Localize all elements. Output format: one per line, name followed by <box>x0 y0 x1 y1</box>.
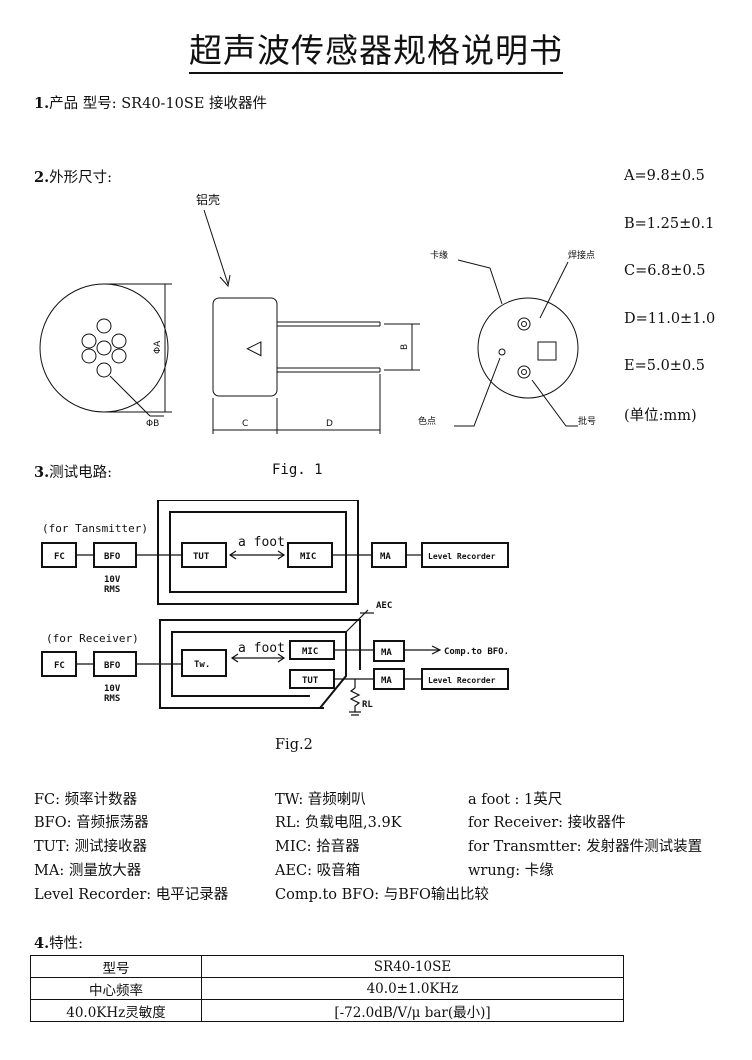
rx-bfo-block: BFO <box>104 661 121 671</box>
tx-ma-block: MA <box>380 552 391 562</box>
front-view-circle <box>39 283 169 413</box>
legend-r3-c1: AEC: 吸音箱 <box>275 863 361 879</box>
dot-label: 色点 <box>418 415 436 427</box>
dim-b: B=1.25±0.1 <box>624 216 715 232</box>
legend-r4-c0: Level Recorder: 电平记录器 <box>34 887 229 903</box>
legend-r1-c1: RL: 负载电阻,3.9K <box>275 815 402 831</box>
section-4-heading: 4.特性: <box>34 935 84 952</box>
rx-ma2-block: MA <box>381 676 392 686</box>
section-3-heading: 3.测试电路: <box>34 464 113 481</box>
spec-value: 40.0±1.0KHz <box>201 977 624 1000</box>
rx-tw-block: Tw. <box>194 660 210 670</box>
tx-level-block: Level Recorder <box>428 552 496 561</box>
spec-label: 40.0KHz灵敏度 <box>30 999 202 1022</box>
rx-fc-block: FC <box>54 661 65 671</box>
tx-mic-block: MIC <box>300 552 316 562</box>
tx-a-foot: a foot <box>238 535 285 550</box>
spec-value: [-72.0dB/V/μ bar(最小)] <box>201 999 624 1022</box>
rx-rms: RMS <box>104 694 120 704</box>
rx-mic-block: MIC <box>302 647 318 657</box>
legend-r0-c0: FC: 频率计数器 <box>34 792 138 808</box>
dim-e: E=5.0±0.5 <box>624 358 706 374</box>
spec-value: SR40-10SE <box>201 955 624 978</box>
tx-10v: 10V <box>104 575 121 585</box>
spec-table: 型号 SR40-10SE 中心频率 40.0±1.0KHz 40.0KHz灵敏度… <box>30 955 624 1022</box>
table-row: 40.0KHz灵敏度 [-72.0dB/V/μ bar(最小)] <box>30 999 624 1022</box>
rx-a-foot: a foot <box>238 641 285 656</box>
section-1-text: 产品 型号: SR40-10SE 接收器件 <box>49 96 268 112</box>
tx-bfo-block: BFO <box>104 552 121 562</box>
legend-r0-c2: a foot : 1英尺 <box>468 792 563 808</box>
dim-d: D=11.0±1.0 <box>624 311 716 327</box>
phi-a-label: ΦA <box>153 340 163 354</box>
b-label: B <box>400 344 410 350</box>
dim-unit: (单位:mm) <box>624 408 697 424</box>
bottom-view-circle <box>477 297 579 399</box>
legend-r1-c2: for Receiver: 接收器件 <box>468 815 626 831</box>
fig2-label: Fig.2 <box>275 737 313 753</box>
aec-label: AEC <box>376 601 392 611</box>
rl-label: RL <box>362 700 373 710</box>
section-1: 1.产品 型号: SR40-10SE 接收器件 <box>34 92 267 113</box>
section-2-heading: 2.外形尺寸: <box>34 169 113 186</box>
test-circuit-diagram: (for Tansmitter) FC BFO TUT MIC MA Level… <box>41 500 509 716</box>
legend-r4-c1: Comp.to BFO: 与BFO输出比较 <box>275 887 489 903</box>
spec-label: 型号 <box>30 955 202 978</box>
page-title: 超声波传感器规格说明书 <box>0 24 752 74</box>
shell-label: 铝壳 <box>196 192 220 207</box>
dim-a: A=9.8±0.5 <box>624 168 705 184</box>
section-1-number: 1. <box>34 95 50 112</box>
tx-tut-block: TUT <box>193 552 210 562</box>
rx-ma-block: MA <box>381 648 392 658</box>
c-label: C <box>242 419 248 429</box>
comp-label: Comp.to BFO. <box>444 647 509 657</box>
tx-fc-block: FC <box>54 552 65 562</box>
table-row: 中心频率 40.0±1.0KHz <box>30 977 624 1000</box>
fig1-label: Fig. 1 <box>272 462 323 478</box>
legend-r2-c2: for Transmtter: 发射器件测试装置 <box>468 839 703 855</box>
rx-10v: 10V <box>104 684 121 694</box>
rim-label: 卡缘 <box>430 249 448 261</box>
legend-r3-c2: wrung: 卡缘 <box>468 863 554 879</box>
legend-r0-c1: TW: 音频喇叭 <box>275 792 366 808</box>
rx-level-block: Level Recorder <box>428 676 496 685</box>
rx-tut-block: TUT <box>302 676 319 686</box>
tx-caption: (for Tansmitter) <box>42 522 148 535</box>
legend-r2-c0: TUT: 测试接收器 <box>34 839 148 855</box>
table-row: 型号 SR40-10SE <box>30 955 624 978</box>
solder-label: 焊接点 <box>568 249 595 261</box>
aec-outer-box <box>157 500 359 605</box>
legend-r2-c1: MIC: 拾音器 <box>275 839 360 855</box>
phi-b-label: ΦB <box>146 419 159 429</box>
rx-caption: (for Receiver) <box>46 632 139 645</box>
aec-inner-box <box>169 511 347 593</box>
mark-label: 批号 <box>578 415 596 427</box>
spec-label: 中心频率 <box>30 977 202 1000</box>
d-label: D <box>326 419 333 429</box>
dim-c: C=6.8±0.5 <box>624 263 706 279</box>
tx-rms: RMS <box>104 585 120 595</box>
side-mark: ◁ <box>245 335 262 359</box>
legend-r3-c0: MA: 测量放大器 <box>34 863 142 879</box>
side-view-body <box>212 297 278 397</box>
outline-drawing: 铝壳 ◁ ΦA ΦB B C D 卡缘 焊接点 色点 批号 <box>39 192 596 434</box>
legend-r1-c0: BFO: 音频振荡器 <box>34 815 149 831</box>
